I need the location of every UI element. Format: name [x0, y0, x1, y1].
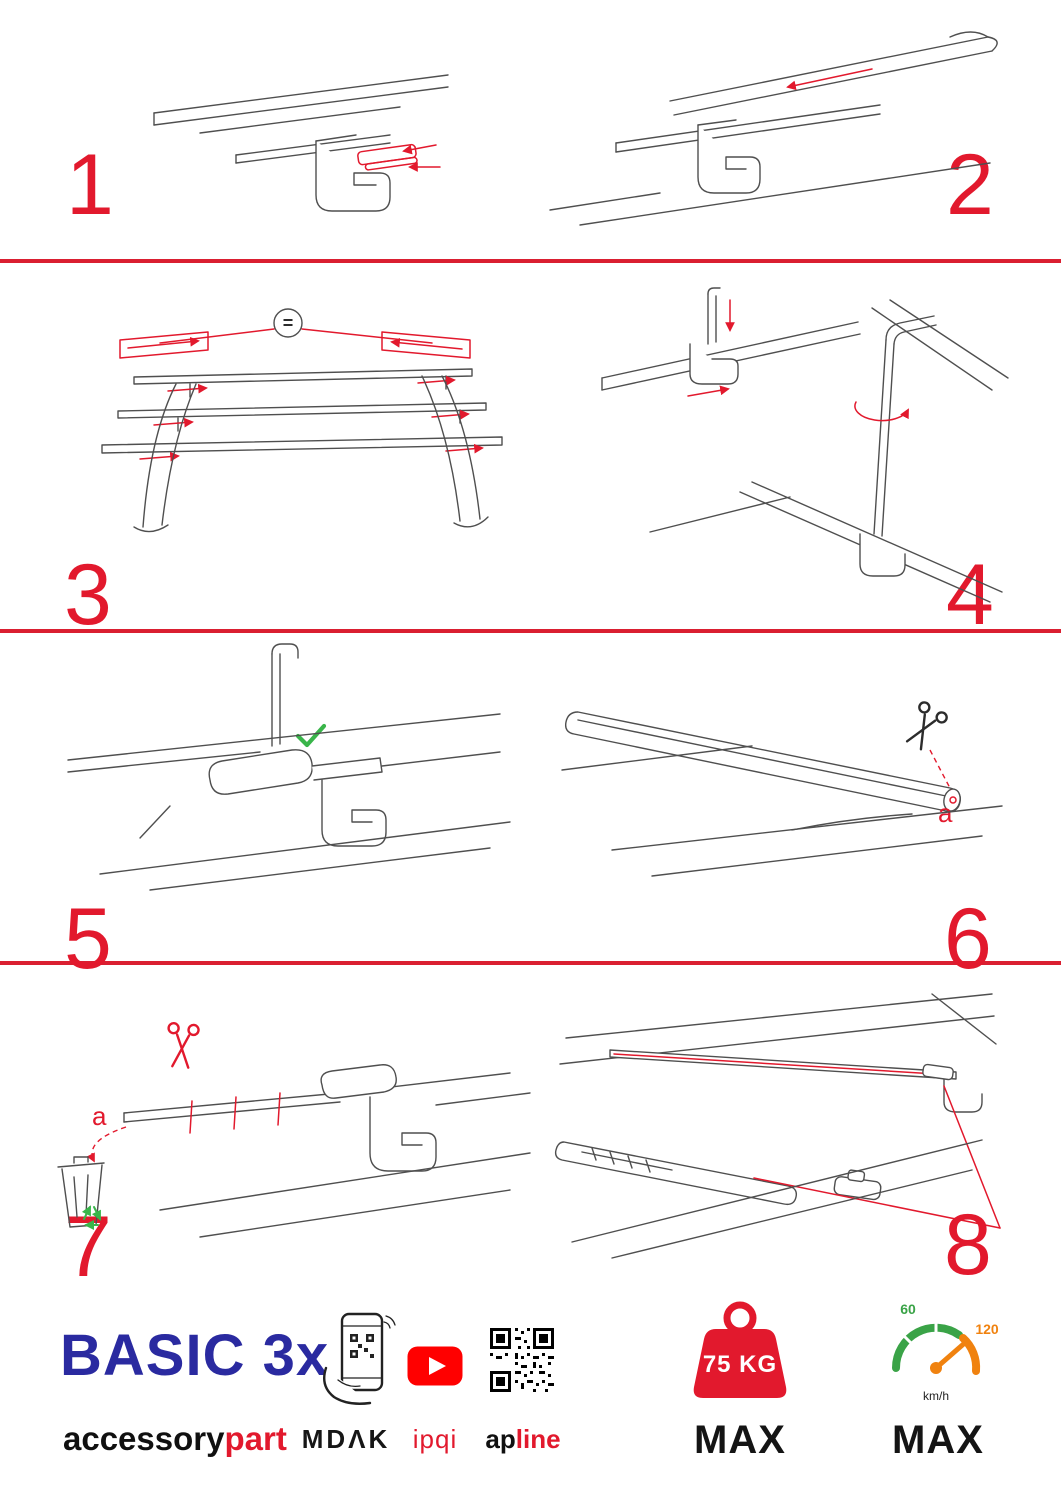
phone-scan-icon	[323, 1312, 396, 1405]
scissors-icon	[167, 1021, 200, 1069]
step-5-number: 5	[64, 891, 112, 987]
trash-icon	[57, 1156, 105, 1228]
cut-label-a: a	[92, 1101, 107, 1131]
scissors-icon	[905, 701, 948, 751]
t-bolt-adapter	[922, 1063, 954, 1081]
product-logo: BASIC 3x	[60, 1323, 330, 1388]
youtube-icon	[407, 1346, 463, 1386]
allen-key	[873, 315, 937, 537]
step-5-illustration	[67, 643, 511, 891]
partner-ipqi-label: ipqi	[412, 1424, 458, 1454]
weight-max-label: MAX	[694, 1418, 786, 1462]
speedometer-icon: 60 120 km/h	[891, 1301, 999, 1403]
section-divider-1	[0, 259, 1061, 263]
weight-limit-label: 75 KG	[703, 1351, 777, 1378]
insert-plate	[357, 143, 418, 171]
youtube-play-icon	[429, 1357, 446, 1375]
step-4-illustration	[601, 287, 1009, 603]
step-2-illustration	[549, 31, 998, 226]
step-8-number: 8	[944, 1197, 992, 1293]
step-1-illustration	[153, 74, 449, 212]
partner-mdak-label: MDΛK	[301, 1424, 391, 1454]
step-4-number: 4	[946, 547, 994, 643]
speed-low-label: 60	[900, 1301, 916, 1317]
step-8-illustration	[554, 993, 1001, 1259]
weight-icon: 75 KG	[693, 1301, 787, 1398]
qr-code	[488, 1326, 556, 1394]
equal-symbol: =	[283, 313, 294, 333]
speed-unit-label: km/h	[923, 1389, 949, 1403]
speedometer-needle	[933, 1338, 970, 1371]
step-3-number: 3	[64, 547, 112, 643]
recycle-icon	[81, 1205, 101, 1230]
step-7-illustration: a	[57, 1021, 531, 1238]
brand-wordmark: accessorypart	[63, 1420, 287, 1458]
step-3-illustration: =	[101, 308, 503, 533]
brand-black: accessory	[63, 1420, 225, 1457]
section-divider-3	[0, 961, 1061, 965]
check-icon	[295, 723, 327, 748]
partner-apline-label: apline	[480, 1424, 566, 1455]
step-1-number: 1	[66, 137, 114, 233]
brand-red: part	[224, 1420, 287, 1457]
rotate-arrow	[854, 401, 909, 422]
step-7-number: 7	[64, 1199, 112, 1295]
apline-red: line	[515, 1424, 561, 1454]
apline-black: ap	[485, 1424, 516, 1454]
section-divider-2	[0, 629, 1061, 633]
equal-badge	[273, 308, 303, 338]
step-2-number: 2	[946, 137, 994, 233]
speed-max-label: MAX	[892, 1418, 984, 1462]
speed-high-label: 120	[975, 1321, 999, 1337]
step-6-number: 6	[944, 891, 992, 987]
step-6-illustration: a	[561, 701, 1003, 877]
